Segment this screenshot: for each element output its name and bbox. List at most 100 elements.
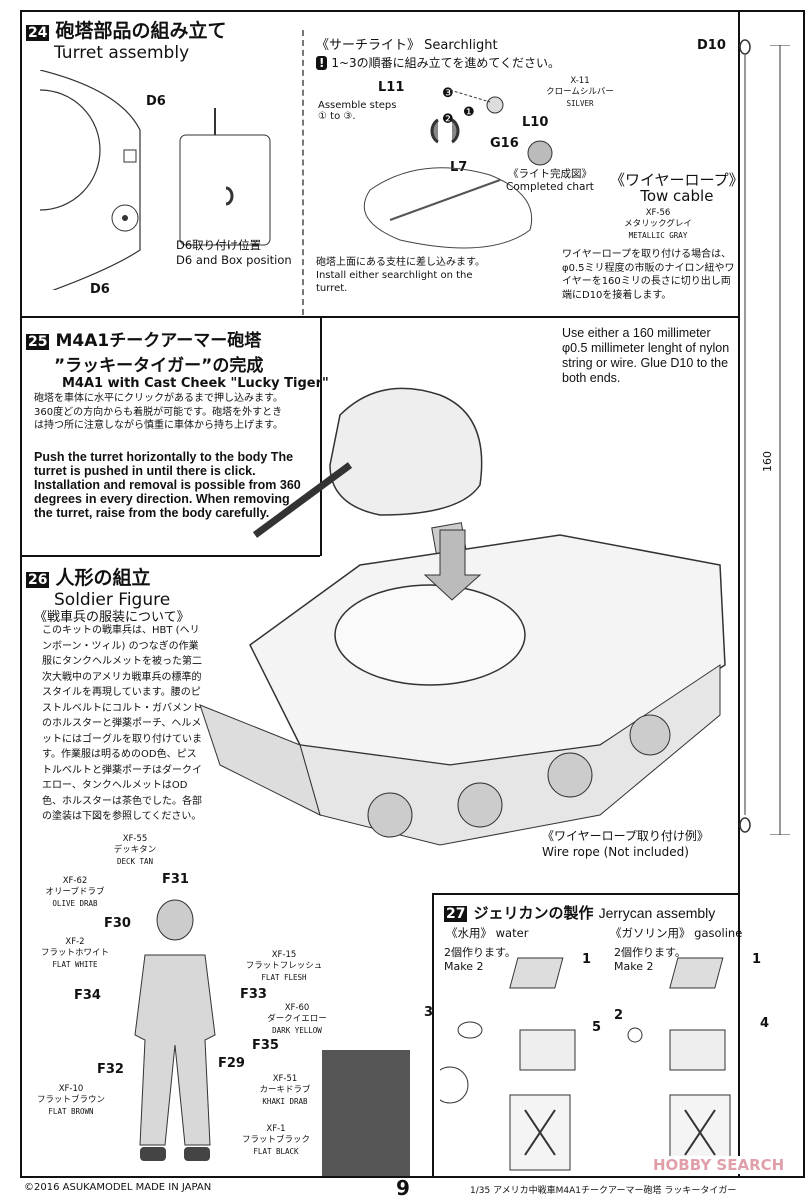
step-title-jp: 砲塔部品の組み立て — [55, 20, 227, 42]
install-jp: 砲塔上面にある支柱に差し込みます。 — [316, 257, 485, 268]
step-title-jp: M4A1チークアーマー砲塔 — [55, 331, 262, 351]
paint-name-en: FLAT BLACK — [253, 1147, 299, 1156]
make-en: Make 2 — [444, 960, 484, 973]
make-en: Make 2 — [614, 960, 654, 973]
d6-position-note: D6取り付け位置 D6 and Box position — [176, 238, 292, 268]
exclamation-icon: ! — [316, 56, 328, 70]
part-label: F32 — [97, 1062, 124, 1077]
make-jp: 2個作ります。 — [444, 946, 516, 959]
step-marker: ❶ — [463, 105, 475, 120]
gasoline-make-note: 2個作ります。Make 2 — [614, 946, 686, 974]
paint-name-jp: クロームシルバー — [546, 87, 614, 97]
watermark: HOBBY SEARCH — [650, 1156, 788, 1174]
step25-note-jp: 砲塔を車体に水平にクリックがあるまで押し込みます。360度どの方向からも着脱が可… — [34, 393, 283, 431]
wire-rope-example: 《ワイヤーロープ取り付け例》 Wire rope (Not included) — [542, 828, 709, 860]
tank-drawing — [199, 387, 726, 846]
title-en: Tow cable — [640, 187, 714, 205]
title-jp: 《ワイヤーロープ》 — [610, 171, 744, 189]
divider — [302, 30, 304, 315]
step-title-en: M4A1 with Cast Cheek "Lucky Tiger" — [62, 376, 329, 391]
part-label: 4 — [760, 1016, 770, 1031]
searchlight-warning: ! 1~3の順番に組み立てを進めてください。 — [316, 54, 560, 71]
dimension-160: 160 — [761, 451, 774, 472]
tow-cable-drawing — [739, 39, 751, 833]
paint-name-en: DARK YELLOW — [272, 1026, 322, 1035]
paint-name-jp: フラットブラウン — [36, 1095, 105, 1105]
paint-name-en: KHAKI DRAB — [262, 1097, 308, 1106]
divider — [738, 10, 740, 1178]
completed-en: Completed chart — [506, 181, 594, 193]
paint-name-en: FLAT WHITE — [52, 960, 98, 969]
part-label: D6 — [90, 282, 110, 297]
searchlight-title: 《サーチライト》 Searchlight — [316, 38, 498, 53]
paint-name-en: FLAT FLESH — [261, 973, 307, 982]
make-jp: 2個作ります。 — [614, 946, 686, 959]
install-note: 砲塔上面にある支柱に差し込みます。 Install either searchli… — [316, 256, 496, 295]
note-en: D6 and Box position — [176, 253, 292, 267]
step-title-en: Turret assembly — [54, 43, 190, 63]
part-label: F30 — [104, 916, 131, 931]
copyright: ©2016 ASUKAMODEL MADE IN JAPAN — [24, 1182, 212, 1193]
step-title-jp: ジェリカンの製作 — [473, 904, 594, 922]
step-number: 24 — [26, 25, 50, 41]
install-en: Install either searchlight on the turret… — [316, 270, 473, 294]
step-title-jp: 人形の組立 — [55, 567, 151, 589]
paint-code: X-11 — [570, 76, 590, 86]
part-label: F35 — [252, 1038, 279, 1053]
paint-name-jp: オリーブドラブ — [45, 887, 105, 897]
part-label: D6 — [146, 94, 166, 109]
paint-name-jp: カーキドラブ — [259, 1085, 311, 1095]
part-label: G16 — [490, 136, 519, 151]
assemble-note: Assemble steps ① to ③. — [318, 100, 397, 122]
paint-code: XF-55 — [122, 834, 148, 844]
part-label: F33 — [240, 987, 267, 1002]
searchlight-drawing — [363, 89, 553, 249]
tow-cable-title: 《ワイヤーロープ》Tow cable — [610, 172, 744, 204]
part-label: 1 — [582, 952, 592, 967]
divider — [432, 893, 738, 895]
turret-top-drawing — [40, 70, 271, 290]
tow-cable-note-jp: ワイヤーロープを取り付ける場合は、φ0.5ミリ程度の市販のナイロン紐やワイヤーを… — [562, 249, 735, 301]
paint-name-jp: デッキタン — [113, 845, 157, 855]
step24-header: 24 砲塔部品の組み立て Turret assembly — [26, 16, 227, 63]
paint-name-en: FLAT BROWN — [48, 1107, 94, 1116]
paint-code: XF-15 — [271, 950, 297, 960]
step26-note: このキットの戦車兵は、HBT (ヘリンボーン・ツィル) のつなぎの作業服にタンク… — [42, 625, 202, 822]
completed-chart: 《ライト完成図》Completed chart — [506, 166, 594, 193]
part-label: L11 — [378, 80, 405, 95]
jerrycan-drawing — [440, 957, 731, 1171]
paint-name-en: OLIVE DRAB — [52, 899, 98, 908]
step25-header: 25 M4A1チークアーマー砲塔 ”ラッキータイガー”の完成 M4A1 with … — [26, 326, 329, 391]
example-en: Wire rope (Not included) — [542, 845, 689, 859]
paint-name-jp: メタリックグレイ — [624, 219, 692, 229]
water-make-note: 2個作ります。Make 2 — [444, 946, 516, 974]
divider — [320, 316, 322, 556]
page-frame — [20, 10, 805, 1178]
paint-name-jp: ダークイエロー — [267, 1014, 327, 1024]
paint-name-en: DECK TAN — [116, 857, 154, 866]
water-title: 《水用》 water — [446, 926, 529, 940]
paint-name-en: METALLIC GRAY — [628, 231, 688, 240]
product-name: 1/35 アメリカ中戦車M4A1チークアーマー砲塔 ラッキータイガー — [470, 1186, 737, 1196]
paint-name-jp: フラットホワイト — [40, 948, 109, 958]
divider — [432, 893, 434, 1178]
step26-subtitle: 《戦車兵の服装について》 — [34, 610, 190, 625]
example-jp: 《ワイヤーロープ取り付け例》 — [542, 829, 709, 843]
note-jp: D6取り付け位置 — [176, 238, 262, 252]
paint-code: XF-56 — [645, 208, 671, 218]
part-label: 2 — [614, 1008, 624, 1023]
page-number: 9 — [396, 1176, 410, 1200]
step-title-jp2: ”ラッキータイガー”の完成 — [54, 356, 264, 376]
step-number: 25 — [26, 334, 50, 350]
soldier-photo — [322, 1050, 410, 1176]
divider — [20, 555, 320, 557]
part-label: F34 — [74, 988, 101, 1003]
